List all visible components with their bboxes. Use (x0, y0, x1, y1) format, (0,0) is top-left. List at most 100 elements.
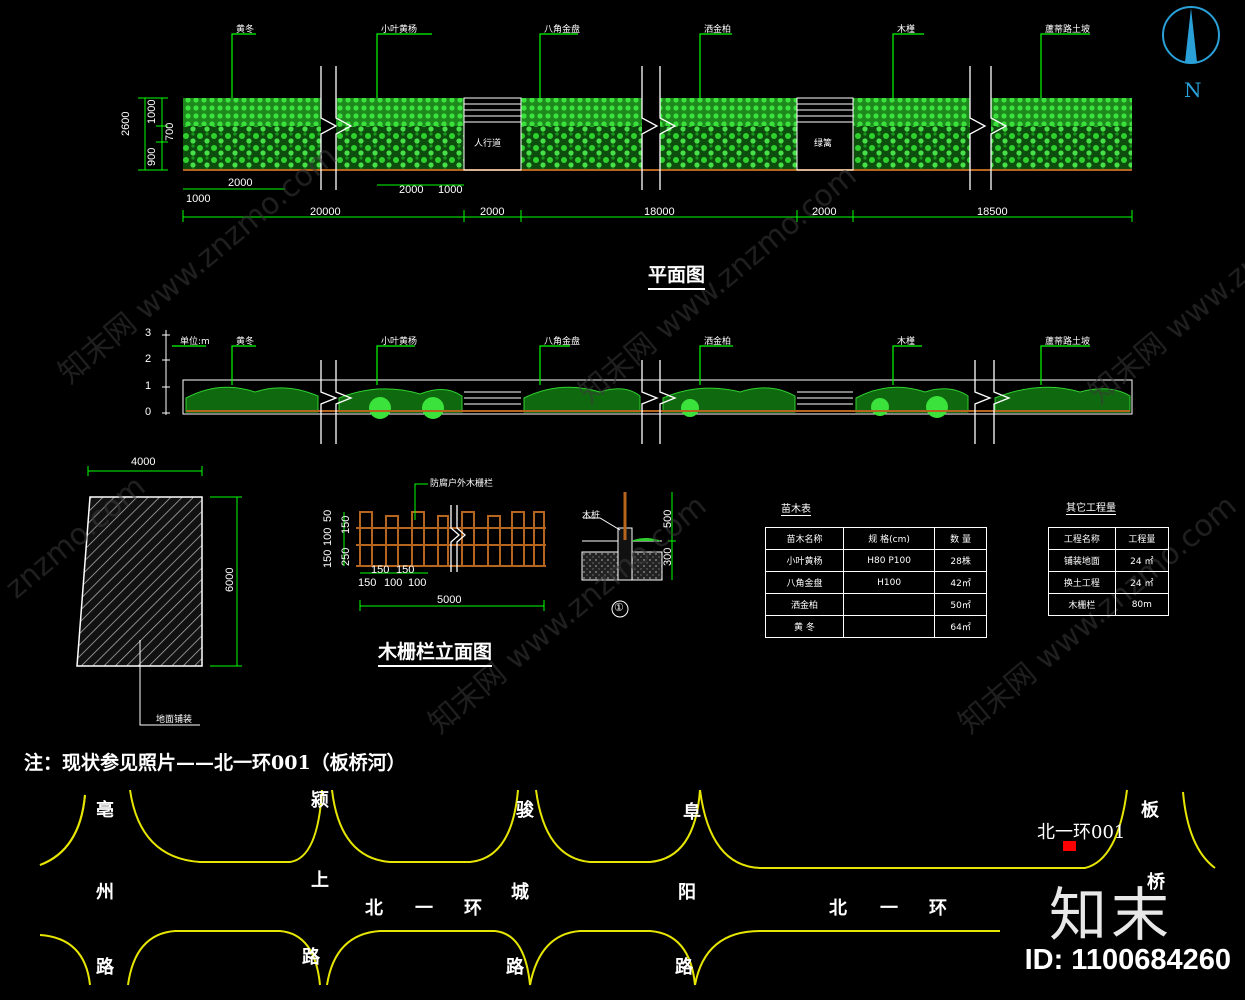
plan-hedge-2 (336, 98, 464, 170)
table-cell: 苗木名称 (765, 527, 844, 550)
table-cell: 64㎡ (934, 615, 987, 638)
plan-crossing-2 (796, 97, 854, 171)
road-label: 路 (506, 957, 524, 978)
table-cell: 规 格(cm) (842, 527, 936, 550)
road-map (39, 789, 1216, 986)
table-cell: 50㎡ (934, 593, 987, 616)
fence-dim-50: 50 (322, 509, 334, 522)
plan-crossing-1 (463, 97, 522, 171)
road-label: 亳 (96, 800, 114, 821)
table-cell: 黄 冬 (765, 615, 844, 638)
road-label: 一 (880, 898, 898, 919)
fence-dim-100: 100 (322, 527, 334, 546)
fence-dim-bottom-1: 150 (358, 577, 377, 589)
road-label: 路 (302, 947, 320, 968)
table-row: 八角金盘 H100 42㎡ (765, 571, 987, 594)
fence-dim-inner-1: 150 (371, 564, 390, 576)
section-label: 木桩 (582, 511, 601, 521)
elevation-breaks (320, 360, 1011, 444)
fence-dim-150b: 150 (322, 549, 334, 568)
map-marker-label: 北一环001 (1037, 822, 1126, 843)
table-row: 换土工程 24 ㎡ (1048, 571, 1170, 594)
plan-breaks (320, 66, 1008, 190)
table-row: 小叶黄杨 H80 P100 28株 (765, 549, 987, 572)
plant-table: 苗木名称 规 格(cm) 数 量 小叶黄杨 H80 P100 28株 八角金盘 … (765, 527, 987, 638)
table-cell: H80 P100 (842, 549, 936, 572)
fence-top-label: 防腐户外木栅栏 (430, 479, 494, 489)
table-row: 铺装地面 24 ㎡ (1048, 549, 1170, 572)
plan-gap-label-1: 人行道 (474, 139, 502, 149)
map-marker (1063, 841, 1076, 851)
table-cell: 28株 (934, 549, 987, 572)
dim-900: 900 (146, 147, 158, 166)
table-cell: 木栅栏 (1048, 593, 1116, 616)
elev-scale-1: 1 (145, 380, 152, 392)
fence-elevation (343, 483, 546, 611)
dim-1000: 1000 (146, 99, 158, 124)
elev-label-1: 黄冬 (236, 337, 255, 347)
plan-title: 平面图 (648, 260, 706, 290)
road-label: 路 (96, 957, 114, 978)
table-row: 黄 冬 64㎡ (765, 615, 987, 638)
table-cell (842, 615, 936, 638)
block-height-dim: 6000 (224, 567, 236, 592)
table-cell: 24 ㎡ (1114, 549, 1170, 572)
block-width-dim: 4000 (131, 456, 156, 468)
fence-title: 木栅栏立面图 (378, 637, 493, 667)
plan-hedge-4 (660, 98, 797, 170)
fence-dim-250: 250 (340, 547, 352, 566)
elev-scale-2: 2 (145, 353, 152, 365)
dim-sub-1: 2000 (228, 177, 253, 189)
table-cell: 铺装地面 (1048, 549, 1116, 572)
dim-main-2: 2000 (480, 206, 505, 218)
plan-hedge-1 (183, 98, 321, 170)
plan-label-1: 黄冬 (236, 25, 255, 35)
brand-logo: 知末 (1048, 881, 1173, 949)
table-cell: 42㎡ (934, 571, 987, 594)
road-label: 板 (1141, 800, 1159, 821)
dim-sub-4: 1000 (186, 193, 211, 205)
road-label: 环 (929, 898, 947, 919)
road-label: 骏 (516, 800, 534, 821)
image-id: ID: 1100684260 (1024, 944, 1231, 976)
plant-table-title: 苗木表 (781, 500, 811, 516)
road-label: 北 (365, 898, 383, 919)
north-arrow-icon (1162, 6, 1220, 64)
fence-dim-inner-2: 150 (396, 564, 415, 576)
dim-sub-3: 1000 (438, 184, 463, 196)
road-label: 阳 (678, 882, 696, 903)
table-cell (842, 593, 936, 616)
table-cell: 洒金柏 (765, 593, 844, 616)
road-label: 上 (311, 870, 329, 891)
table-cell: 工程名称 (1048, 527, 1116, 550)
elev-label-6: 蘆蒂路土坡 (1045, 337, 1091, 347)
dim-main-5: 18500 (977, 206, 1008, 218)
plan-gap-label-2: 绿篱 (814, 139, 833, 149)
section-marker: ① (614, 602, 624, 614)
plan-label-5: 木槿 (897, 25, 916, 35)
table-row: 木栅栏 80m (1048, 593, 1170, 616)
elev-scale-0: 0 (145, 406, 152, 418)
dim-700: 700 (164, 122, 176, 141)
elev-scale-3: 3 (145, 327, 152, 339)
table-cell: 换土工程 (1048, 571, 1116, 594)
elevation-plants (185, 386, 1131, 419)
dim-main-4: 2000 (812, 206, 837, 218)
plan-view (138, 33, 1133, 222)
plan-label-3: 八角金盘 (544, 25, 581, 35)
fence-section (581, 492, 676, 618)
table-cell: 小叶黄杨 (765, 549, 844, 572)
plan-label-2: 小叶黄杨 (381, 25, 418, 35)
road-label: 阜 (683, 802, 701, 823)
plan-dimensions (138, 97, 1133, 222)
section-dim-500: 500 (662, 509, 674, 528)
works-table-title: 其它工程量 (1066, 499, 1116, 515)
table-cell: 工程量 (1114, 527, 1170, 550)
plan-label-4: 洒金柏 (704, 25, 732, 35)
fence-dim-150a: 150 (340, 515, 352, 534)
elev-label-4: 洒金柏 (704, 337, 732, 347)
works-table: 工程名称 工程量 铺装地面 24 ㎡ 换土工程 24 ㎡ 木栅栏 80m (1048, 527, 1170, 616)
dim-main-1: 20000 (310, 206, 341, 218)
elev-label-3: 八角金盘 (544, 337, 581, 347)
